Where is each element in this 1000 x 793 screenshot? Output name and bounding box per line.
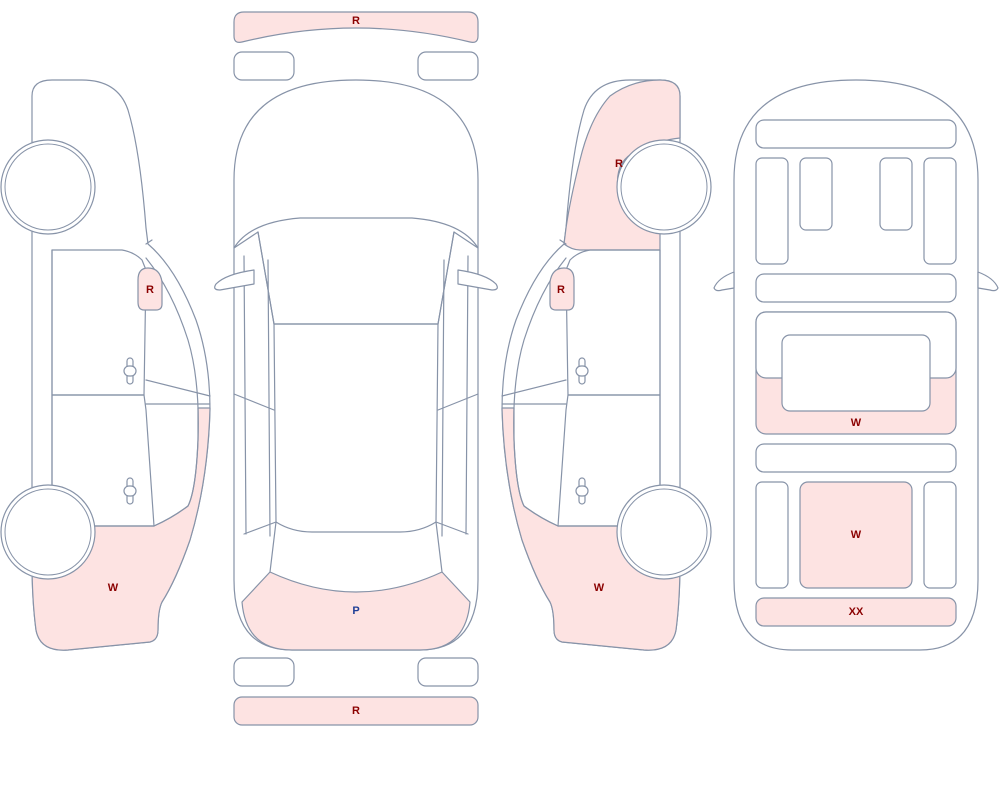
right-window-frame <box>513 257 567 527</box>
rear-floor-crossmember[interactable] <box>755 443 957 473</box>
front-right-inner-rail[interactable] <box>879 157 913 231</box>
front-left-light[interactable] <box>233 51 295 81</box>
left-rear-wheel[interactable] <box>0 484 96 580</box>
windshield[interactable] <box>233 217 479 325</box>
left-pillars <box>233 231 277 537</box>
underbody-left-ear <box>713 271 735 292</box>
right-pillars <box>435 231 479 537</box>
right-door-front[interactable] <box>565 249 661 396</box>
roof[interactable] <box>273 323 439 533</box>
left-rear-quarter-code: W <box>108 582 119 594</box>
middle-floor-code: W <box>851 417 862 429</box>
left-door-handle-rear[interactable] <box>123 477 137 505</box>
left-mirror[interactable] <box>137 267 163 311</box>
right-door-handle-rear[interactable] <box>575 477 589 505</box>
rear-sill-panel[interactable] <box>755 597 957 627</box>
left-side-view: R W <box>0 79 211 651</box>
right-front-fender-code: R <box>615 158 623 170</box>
right-rear-wheel[interactable] <box>616 484 712 580</box>
front-bumper-code: R <box>352 15 360 27</box>
right-mirror-top[interactable] <box>457 269 498 291</box>
rear-sill-code: XX <box>849 606 864 618</box>
front-bumper[interactable] <box>233 11 479 43</box>
rear-floor-panel[interactable] <box>799 481 913 589</box>
left-door-front[interactable] <box>51 249 147 396</box>
right-door-handle-front[interactable] <box>575 357 589 385</box>
underbody-right-ear <box>977 271 999 292</box>
left-mirror-code: R <box>146 284 154 296</box>
rear-left-light[interactable] <box>233 657 295 687</box>
rear-right-rail[interactable] <box>923 481 957 589</box>
left-mirror-top[interactable] <box>214 269 255 291</box>
right-mirror-code: R <box>557 284 565 296</box>
front-right-light[interactable] <box>417 51 479 81</box>
rear-floor-code: W <box>851 529 862 541</box>
rear-left-rail[interactable] <box>755 481 789 589</box>
front-left-inner-rail[interactable] <box>799 157 833 231</box>
left-door-handle-front[interactable] <box>123 357 137 385</box>
rear-bumper-code: R <box>352 705 360 717</box>
center-tunnel-plate[interactable] <box>781 334 931 412</box>
rear-bumper[interactable] <box>233 696 479 726</box>
front-right-rail[interactable] <box>923 157 957 265</box>
front-left-rail[interactable] <box>755 157 789 265</box>
front-crossmember[interactable] <box>755 119 957 149</box>
front-floor-crossmember[interactable] <box>755 273 957 303</box>
underbody-view: W W XX <box>713 79 999 651</box>
right-front-wheel[interactable] <box>616 139 712 235</box>
right-pillar-line <box>501 239 661 527</box>
rear-right-light[interactable] <box>417 657 479 687</box>
rear-window[interactable] <box>269 521 443 573</box>
left-pillar-line <box>51 239 211 527</box>
right-mirror[interactable] <box>549 267 575 311</box>
right-side-view: R R W <box>501 79 712 651</box>
top-view: R P R <box>214 11 498 726</box>
hood-front-code: P <box>352 605 359 617</box>
hood-rear-section[interactable] <box>241 571 471 651</box>
left-front-wheel[interactable] <box>0 139 96 235</box>
right-rear-quarter-code: W <box>594 582 605 594</box>
left-window-frame <box>145 257 199 527</box>
